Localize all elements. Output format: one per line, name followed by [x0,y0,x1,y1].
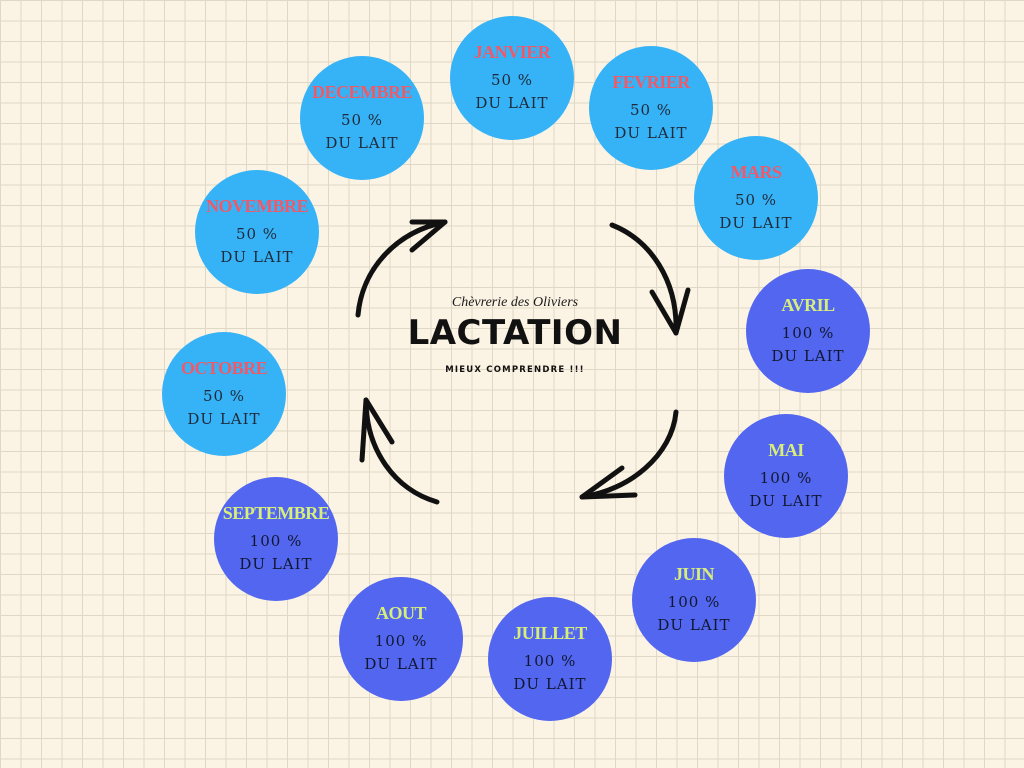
milk-percentage: 50 % [734,190,778,209]
arrow-top-left-head [409,219,448,253]
month-mars: MARS 50 % DU LAIT [694,136,818,260]
center-title-block: Chèvrerie des Oliviers LACTATION MIEUX C… [380,295,650,375]
milk-percentage: 50 % [202,386,246,405]
month-label: SEPTEMBRE [222,502,330,523]
month-janvier: JANVIER 50 % DU LAIT [450,16,574,140]
month-avril: AVRIL 100 % DU LAIT [746,269,870,393]
milk-percentage: 100 % [374,631,428,650]
month-label: MAI [768,439,804,460]
month-label: JANVIER [473,41,551,62]
milk-percentage: 100 % [523,651,577,670]
month-juin: JUIN 100 % DU LAIT [632,538,756,662]
milk-percentage: 50 % [629,100,673,119]
milk-percentage: 50 % [235,224,279,243]
tagline: MIEUX COMPRENDRE !!! [445,365,585,375]
milk-label: DU LAIT [364,654,438,673]
month-fevrier: FEVRIER 50 % DU LAIT [589,46,713,170]
month-label: OCTOBRE [180,357,268,378]
arrow-top-right [609,222,679,336]
month-label: JUIN [673,563,715,584]
month-label: JUILLET [513,622,587,643]
month-novembre: NOVEMBRE 50 % DU LAIT [195,170,319,294]
month-label: FEVRIER [612,71,690,92]
month-juillet: JUILLET 100 % DU LAIT [488,597,612,721]
milk-percentage: 100 % [781,323,835,342]
month-decembre: DECEMBRE 50 % DU LAIT [300,56,424,180]
month-label: AOUT [375,602,427,623]
milk-percentage: 100 % [667,592,721,611]
arrow-bottom-right [579,409,679,500]
arrow-top-left [355,219,448,318]
milk-label: DU LAIT [771,346,845,365]
month-label: DECEMBRE [311,81,413,102]
farm-name: Chèvrerie des Oliviers [451,295,579,310]
arrow-top-right-head [649,287,691,336]
milk-label: DU LAIT [749,491,823,510]
milk-percentage: 100 % [759,468,813,487]
month-septembre: SEPTEMBRE 100 % DU LAIT [214,477,338,601]
month-label: MARS [730,161,783,182]
milk-percentage: 100 % [249,531,303,550]
milk-label: DU LAIT [239,554,313,573]
arrow-bottom-left-head [359,397,395,463]
month-label: AVRIL [781,294,835,315]
arrow-bottom-right-head [579,465,638,500]
milk-label: DU LAIT [325,133,399,152]
milk-label: DU LAIT [220,247,294,266]
milk-label: DU LAIT [614,123,688,142]
month-label: NOVEMBRE [205,195,309,216]
milk-percentage: 50 % [490,70,534,89]
milk-label: DU LAIT [475,93,549,112]
milk-label: DU LAIT [719,213,793,232]
milk-label: DU LAIT [513,674,587,693]
milk-label: DU LAIT [657,615,731,634]
milk-percentage: 50 % [340,110,384,129]
month-mai: MAI 100 % DU LAIT [724,414,848,538]
page-title: LACTATION [407,313,623,353]
milk-label: DU LAIT [187,409,261,428]
month-aout: AOUT 100 % DU LAIT [339,577,463,701]
month-octobre: OCTOBRE 50 % DU LAIT [162,332,286,456]
